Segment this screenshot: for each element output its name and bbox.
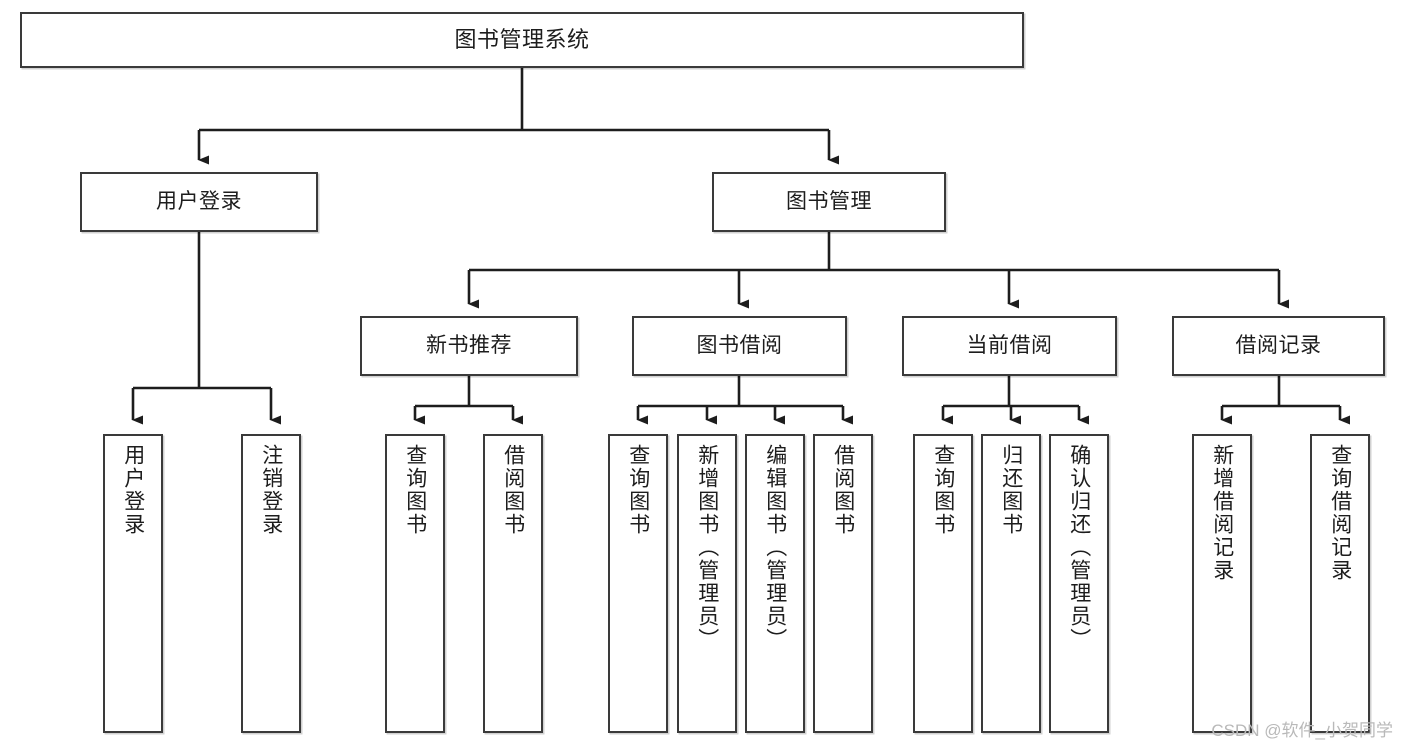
node-book-borrow[interactable]: 图书借阅 [632,316,847,376]
node-leaf-query-books-current[interactable]: 查询图书 [913,434,973,733]
node-new-book-recommend[interactable]: 新书推荐 [360,316,578,376]
node-label: 查询图书 [931,444,955,536]
node-label: 编辑图书（管理员） [763,444,787,651]
node-label: 归还图书 [999,444,1023,536]
node-label: 借阅记录 [1235,333,1322,357]
node-leaf-query-books-recommend[interactable]: 查询图书 [385,434,445,733]
node-leaf-query-borrow-record[interactable]: 查询借阅记录 [1310,434,1370,733]
node-user-login[interactable]: 用户登录 [80,172,318,232]
node-label: 查询图书 [626,444,650,536]
node-label: 确认归还（管理员） [1067,444,1091,651]
node-leaf-user-login[interactable]: 用户登录 [103,434,163,733]
node-current-borrow[interactable]: 当前借阅 [902,316,1117,376]
node-label: 图书借阅 [696,333,783,357]
watermark: CSDN @软件_小贺同学 [1211,721,1393,740]
node-label: 新增图书（管理员） [695,444,719,651]
node-label: 图书管理 [786,189,872,213]
node-label: 用户登录 [121,444,145,536]
node-label: 当前借阅 [966,333,1053,357]
node-label: 借阅图书 [501,444,525,536]
node-leaf-add-borrow-record[interactable]: 新增借阅记录 [1192,434,1252,733]
node-label: 查询借阅记录 [1328,444,1352,582]
node-borrow-record[interactable]: 借阅记录 [1172,316,1385,376]
node-leaf-return-books[interactable]: 归还图书 [981,434,1041,733]
node-root-book-management-system[interactable]: 图书管理系统 [20,12,1024,68]
node-leaf-edit-book-admin[interactable]: 编辑图书（管理员） [745,434,805,733]
node-leaf-query-books-borrow[interactable]: 查询图书 [608,434,668,733]
node-leaf-borrow-books-recommend[interactable]: 借阅图书 [483,434,543,733]
node-label: 新增借阅记录 [1210,444,1234,582]
node-book-management[interactable]: 图书管理 [712,172,946,232]
node-label: 新书推荐 [426,333,512,357]
node-label: 注销登录 [259,444,283,536]
node-label: 图书管理系统 [454,27,590,53]
node-leaf-borrow-books[interactable]: 借阅图书 [813,434,873,733]
node-label: 查询图书 [403,444,427,536]
node-leaf-confirm-return-admin[interactable]: 确认归还（管理员） [1049,434,1109,733]
node-label: 用户登录 [156,189,242,213]
node-label: 借阅图书 [831,444,855,536]
node-leaf-logout[interactable]: 注销登录 [241,434,301,733]
node-leaf-add-book-admin[interactable]: 新增图书（管理员） [677,434,737,733]
